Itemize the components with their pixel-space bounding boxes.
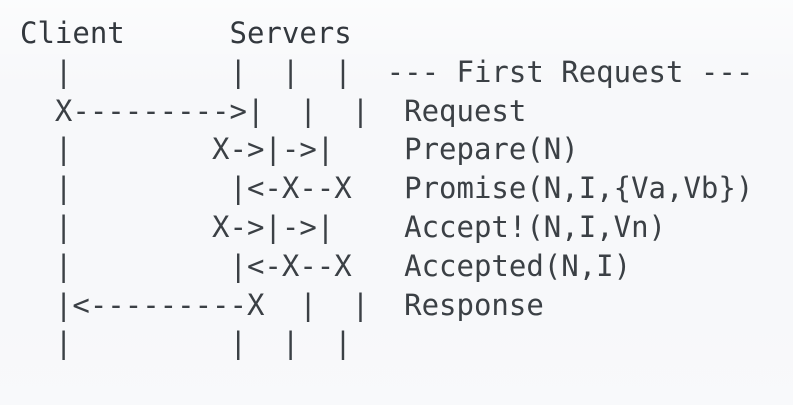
diagram-row-promise: | |<-X--X Promise(N,I,{Va,Vb}): [20, 171, 754, 206]
diagram-row-client-response: |<---------X | | Response: [20, 287, 544, 322]
diagram-row-header: Client Servers: [20, 16, 352, 50]
diagram-row-accepted: | |<-X--X Accepted(N,I): [20, 248, 632, 283]
diagram-row-lifelines-footer: | | | |: [20, 326, 370, 361]
diagram-row-first-request-banner: | | | | --- First Request ---: [20, 54, 754, 89]
diagram-row-prepare: | X->|->| Prepare(N): [20, 132, 579, 167]
ascii-art-body: Client Servers | | | | --- First Request…: [20, 14, 753, 363]
diagram-row-accept: | X->|->| Accept!(N,I,Vn): [20, 209, 667, 244]
diagram-row-client-request: X--------->| | | Request: [20, 93, 527, 128]
